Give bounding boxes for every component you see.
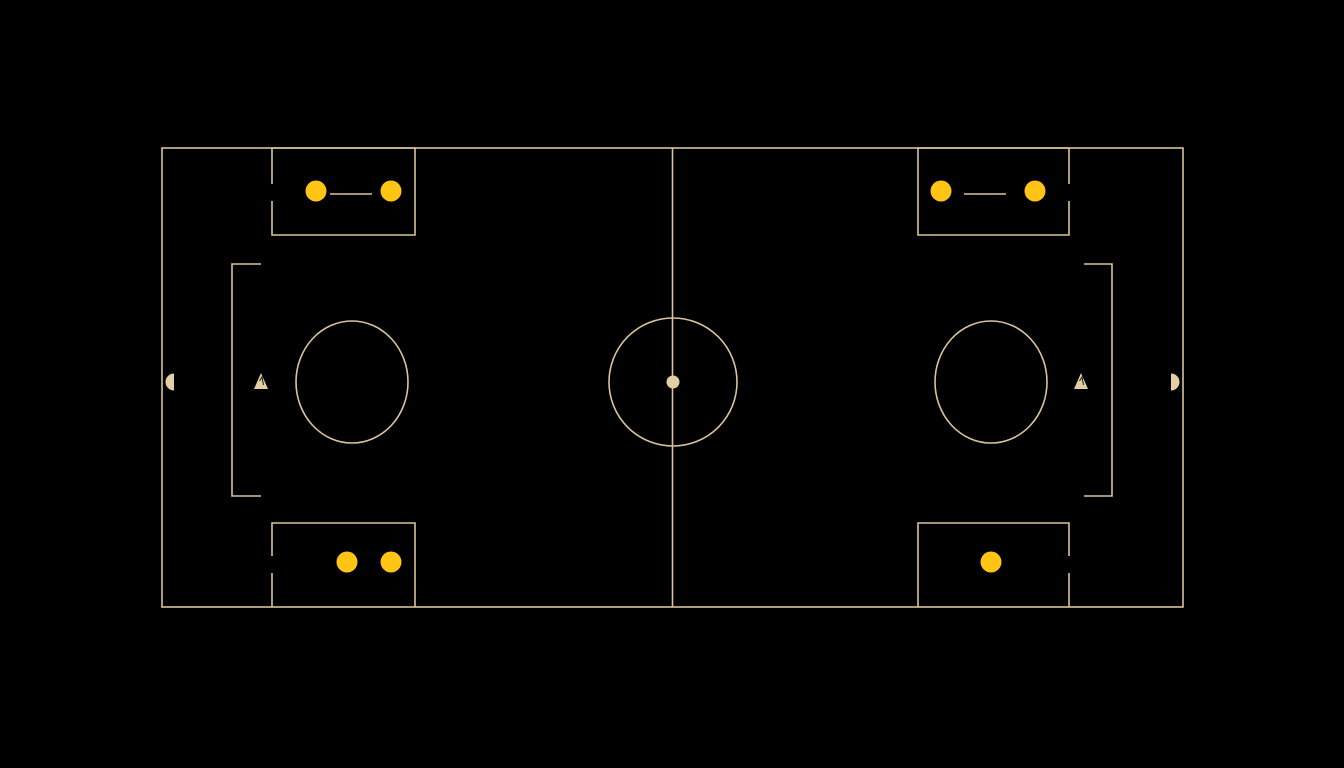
right-side-bracket: [1084, 263, 1113, 497]
triangle-figure-icon[interactable]: [254, 373, 268, 389]
center-circle: [608, 317, 738, 447]
right-top-box: [917, 147, 1070, 236]
left-top-box: [271, 147, 416, 236]
left-bottom-box: [271, 522, 416, 607]
player-token[interactable]: [980, 551, 1002, 573]
player-token[interactable]: [380, 180, 402, 202]
player-token[interactable]: [305, 180, 327, 202]
player-token[interactable]: [1024, 180, 1046, 202]
left-circle: [295, 320, 409, 444]
half-disc-icon[interactable]: [1171, 373, 1180, 391]
center-spot[interactable]: [666, 375, 680, 389]
triangle-figure-icon[interactable]: [1074, 373, 1088, 389]
half-disc-icon[interactable]: [165, 373, 175, 391]
right-circle: [934, 320, 1048, 444]
player-token[interactable]: [336, 551, 358, 573]
player-token[interactable]: [380, 551, 402, 573]
right-bottom-box: [917, 522, 1070, 607]
player-token[interactable]: [930, 180, 952, 202]
left-side-bracket: [231, 263, 261, 497]
